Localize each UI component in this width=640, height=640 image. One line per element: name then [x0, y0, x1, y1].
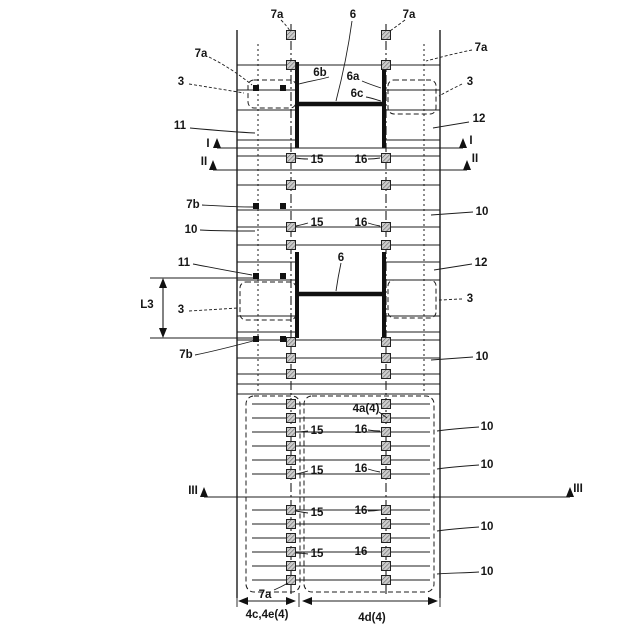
- ref-15-label-5: 15: [311, 507, 324, 519]
- ref-7a-label-1: 7a: [271, 9, 284, 21]
- ref-10-label-7: 10: [481, 566, 494, 578]
- ref-7a-label-4: 7a: [475, 42, 488, 54]
- ref-12-label-1: 12: [473, 113, 486, 125]
- ref-7b-label-2: 7b: [179, 349, 192, 361]
- inner-dotted-lines: [257, 44, 425, 392]
- ref-10-label-2: 10: [476, 206, 489, 218]
- ref-10-label-6: 10: [481, 521, 494, 533]
- ref-4a-label: 4a(4): [353, 403, 380, 415]
- ref-3-label-1: 3: [178, 76, 184, 88]
- reference-labels: 7a 6 7a 7a 7a 3 3 6b 6a 6c 11 12 I I II …: [140, 9, 583, 624]
- sleeper-lines-upper: [237, 64, 440, 375]
- ref-11-label-1: 11: [174, 120, 187, 132]
- section-line-I: [213, 138, 467, 149]
- section-i-label-right: I: [469, 135, 472, 147]
- section-i-label-left: I: [206, 138, 209, 150]
- ref-15-label-2: 15: [311, 217, 324, 229]
- ref-15-label-6: 15: [311, 548, 324, 560]
- ref-4d-label: 4d(4): [358, 612, 386, 624]
- ref-16-label-6: 16: [355, 546, 368, 558]
- ref-16-label-1: 16: [355, 154, 368, 166]
- anchor-dots: [253, 85, 286, 342]
- ref-7a-label-3: 7a: [195, 48, 208, 60]
- ref-7b-label-1: 7b: [186, 199, 199, 211]
- rail-fastener-squares: [286, 30, 391, 585]
- transition-lines: [237, 383, 440, 395]
- ref-16-label-5: 16: [355, 505, 368, 517]
- section-ii-label-right: II: [472, 153, 478, 165]
- section-iii-label-right: III: [573, 483, 583, 495]
- ref-6-label-1: 6: [350, 9, 356, 21]
- ref-16-label-2: 16: [355, 217, 368, 229]
- ref-6b-label: 6b: [313, 67, 326, 79]
- ref-16-label-3: 16: [355, 424, 368, 436]
- ref-3-label-2: 3: [467, 76, 473, 88]
- ref-7a-label-5: 7a: [259, 589, 272, 601]
- dimension-L3: [150, 277, 254, 339]
- ref-6a-label: 6a: [347, 71, 360, 83]
- ref-3-label-3: 3: [178, 304, 184, 316]
- ref-7a-label-2: 7a: [403, 9, 416, 21]
- ref-15-label-3: 15: [311, 425, 324, 437]
- ref-10-label-1: 10: [185, 224, 198, 236]
- ref-12-label-2: 12: [475, 257, 488, 269]
- ref-3-label-4: 3: [467, 293, 473, 305]
- ref-6-label-2: 6: [338, 252, 344, 264]
- ref-11-label-2: 11: [178, 257, 191, 269]
- ref-6c-label: 6c: [351, 88, 364, 100]
- section-line-II: [209, 160, 471, 171]
- h-beam-structure-top: [295, 62, 386, 148]
- sleeper-lines-lower: [252, 403, 430, 581]
- ref-10-label-5: 10: [481, 459, 494, 471]
- dim-l3-label: L3: [140, 299, 153, 311]
- leader-lines-dashed: [188, 19, 473, 312]
- ref-4c4e-label: 4c,4e(4): [246, 609, 289, 621]
- dashed-region-boxes: [239, 79, 437, 593]
- ref-16-label-4: 16: [355, 463, 368, 475]
- leader-lines: [189, 20, 480, 591]
- bottom-extent-dimensions: [236, 593, 441, 607]
- outer-boundary-lines: [236, 30, 441, 598]
- ref-15-label-4: 15: [311, 465, 324, 477]
- section-iii-label-left: III: [188, 485, 198, 497]
- section-line-III: [200, 487, 574, 498]
- h-beam-structure-middle: [295, 252, 386, 338]
- section-ii-label-left: II: [201, 156, 207, 168]
- ref-10-label-4: 10: [481, 421, 494, 433]
- ref-15-label-1: 15: [311, 154, 324, 166]
- ref-10-label-3: 10: [476, 351, 489, 363]
